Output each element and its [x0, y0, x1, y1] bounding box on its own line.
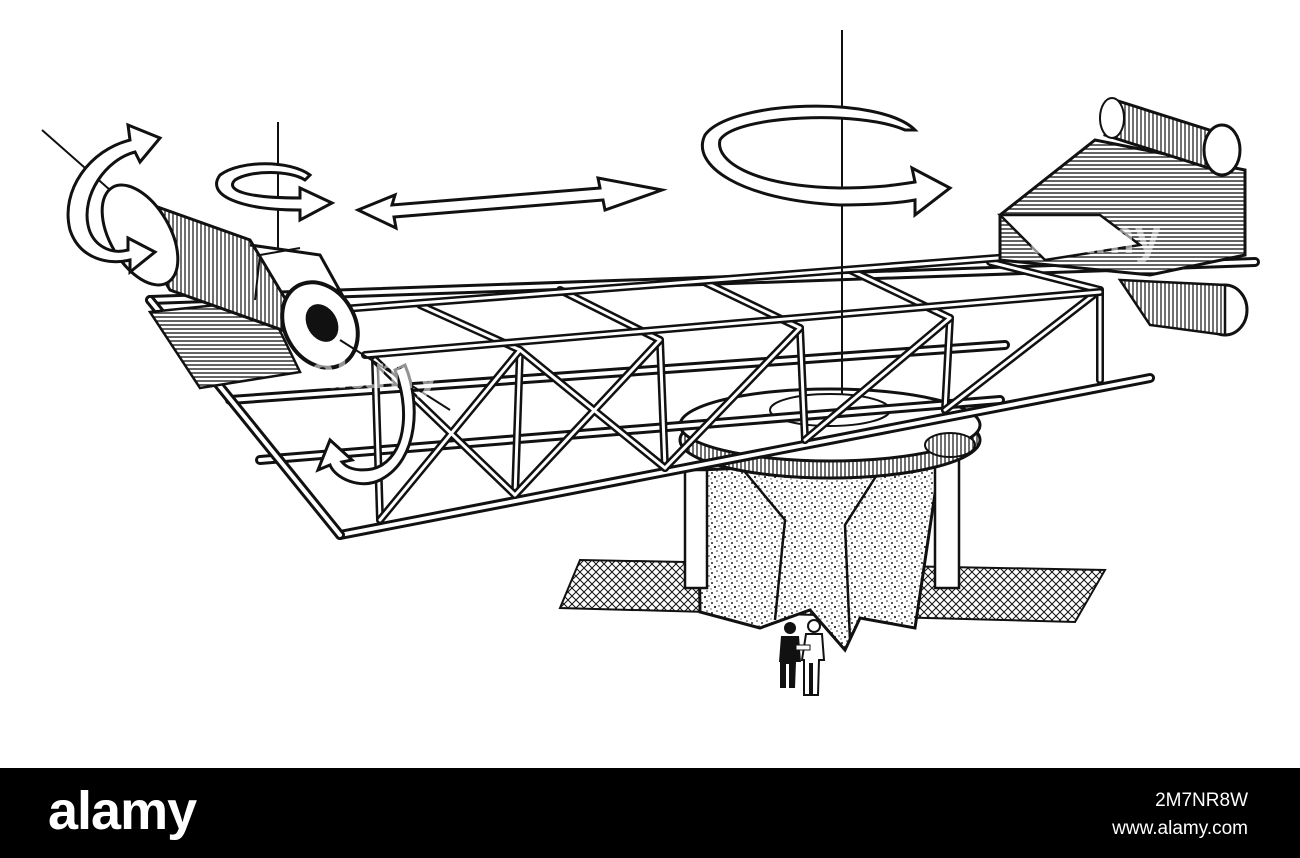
image-id-label: 2M7NR8W: [1155, 790, 1248, 811]
gimbal-cylinder: [100, 183, 360, 370]
rotation-arrow-icon: [66, 104, 953, 486]
right-cab: [996, 138, 1249, 337]
translation-arrow-icon: [354, 176, 668, 231]
site-url-label: www.alamy.com: [1112, 818, 1248, 839]
concrete-pedestal: [683, 456, 961, 653]
person-icon: [779, 619, 826, 696]
technical-illustration: alamy alamy: [41, 30, 1260, 696]
top-roller-cylinder: [1099, 97, 1242, 177]
watermark-footer-bar: alamy 2M7NR8W www.alamy.com: [0, 768, 1300, 858]
brand-logo: alamy: [48, 781, 197, 841]
